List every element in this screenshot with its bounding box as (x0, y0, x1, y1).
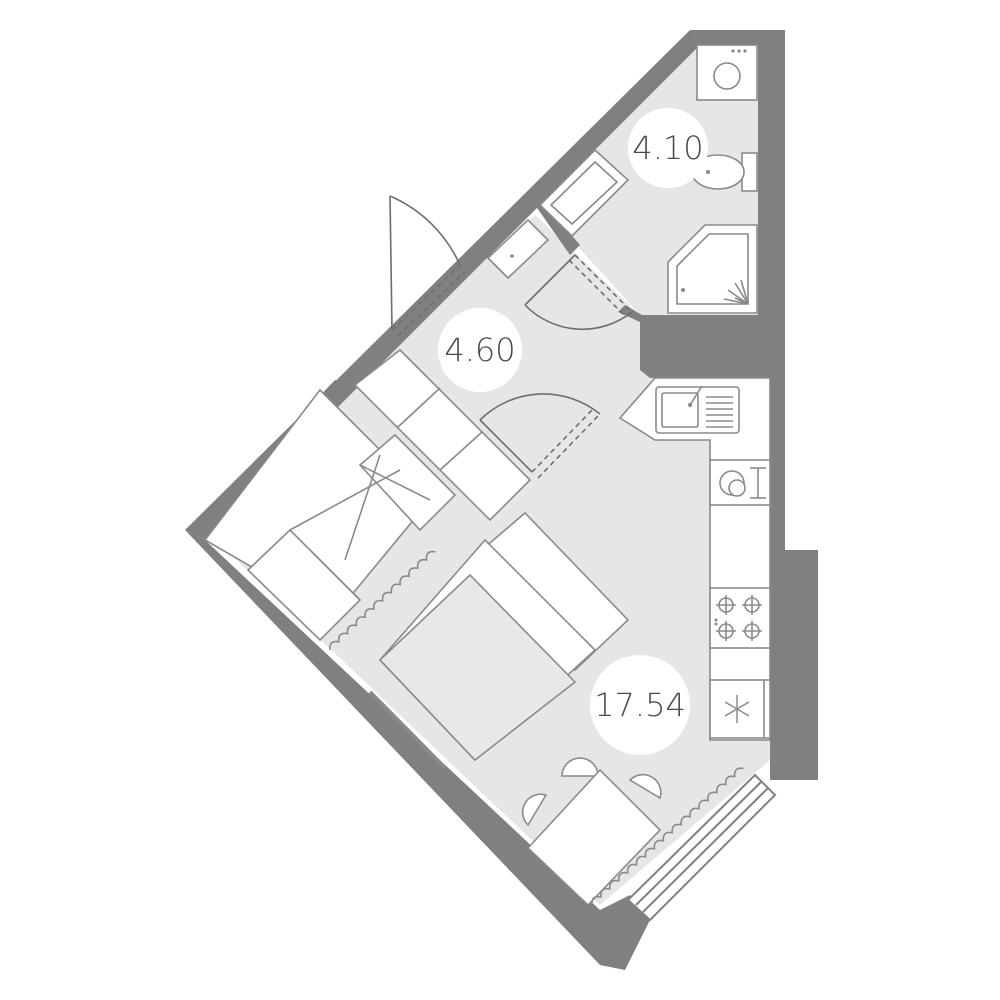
double-bed-icon[interactable] (378, 511, 630, 762)
dishwasher-icon (709, 459, 771, 506)
hallway-sink-icon (486, 218, 550, 280)
window (626, 773, 777, 922)
area-label-bathroom: 4.10 (632, 129, 703, 167)
shower-icon (667, 224, 758, 314)
room-area-hallway: 4.60 (438, 308, 522, 392)
entrance-door[interactable] (389, 195, 467, 337)
shaft-block (640, 315, 785, 378)
fridge-icon (709, 679, 771, 739)
living-room-door[interactable] (479, 393, 601, 479)
room-area-bathroom: 4.10 (628, 108, 708, 188)
living-wardrobe-icon (203, 388, 457, 642)
dining-table-icon[interactable] (521, 757, 662, 907)
kitchen-sink-icon (655, 385, 740, 434)
area-label-living: 17.54 (594, 686, 686, 724)
outer-wall-corner (770, 760, 818, 780)
outer-wall-bottom-diagonal (185, 530, 650, 970)
curtain-window (591, 767, 744, 906)
curtain-wardrobe (329, 550, 436, 651)
tv-stand (368, 690, 447, 770)
bathroom-door[interactable] (524, 254, 633, 331)
toilet-icon (691, 152, 758, 192)
area-label-hallway: 4.60 (444, 331, 515, 369)
stove-icon (709, 587, 771, 649)
room-area-living: 17.54 (590, 655, 690, 755)
wardrobe-icon (353, 348, 532, 522)
washing-machine-icon (696, 44, 758, 101)
sink-icon (538, 148, 630, 238)
partition-bath-hall (535, 205, 580, 255)
outer-wall-right (758, 30, 818, 780)
